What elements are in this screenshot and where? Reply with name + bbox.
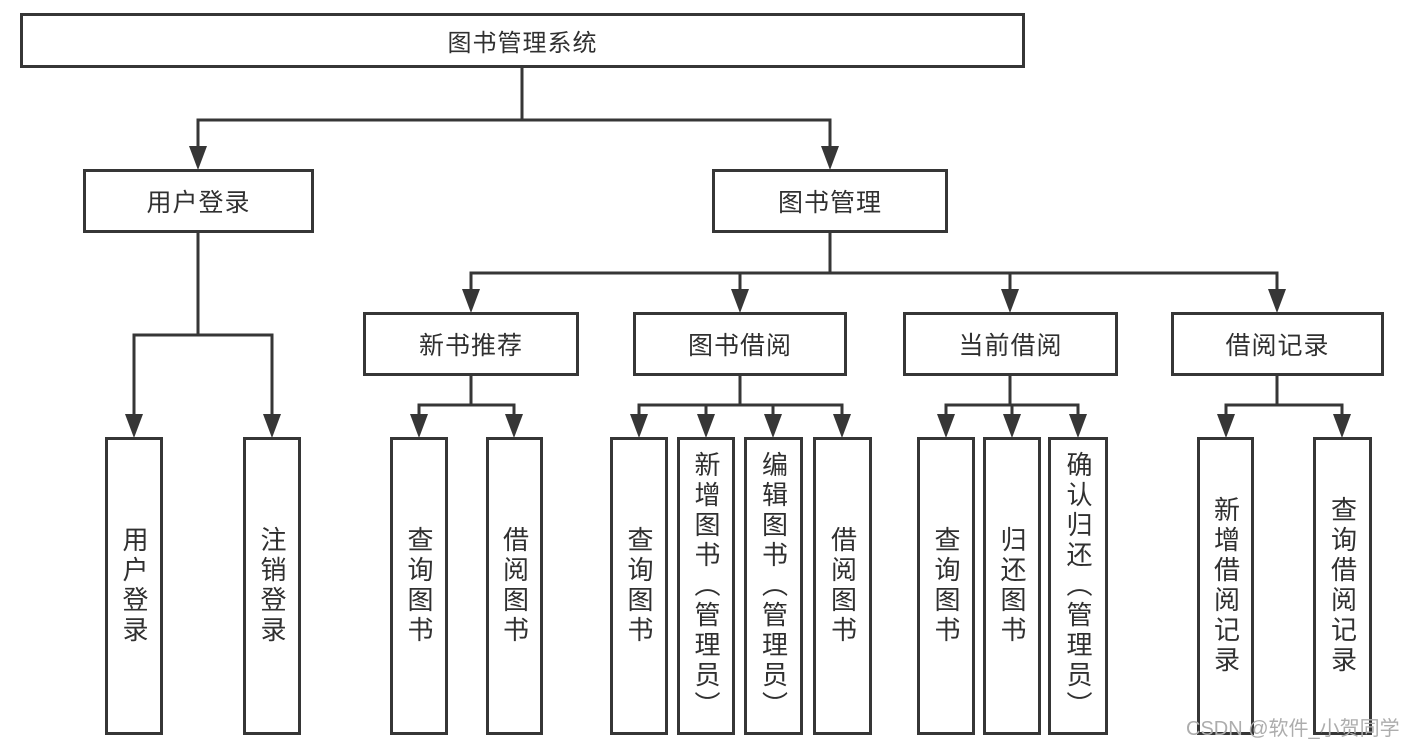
arrowhead xyxy=(833,414,851,438)
node-label: 查询图书 xyxy=(931,526,961,646)
node-label: 借阅记录 xyxy=(1225,332,1330,360)
arrowhead xyxy=(1217,414,1235,438)
edge-borrowing-split xyxy=(637,403,844,420)
arrowhead xyxy=(1268,289,1286,313)
node-label: 新增借阅记录 xyxy=(1210,496,1241,676)
leaf-borrow-books-recommend: 借阅图书 xyxy=(486,437,543,735)
edge-records-split xyxy=(1224,403,1344,420)
arrowhead xyxy=(125,414,143,438)
arrowhead xyxy=(937,414,955,438)
arrowhead xyxy=(697,414,715,438)
arrowhead xyxy=(462,289,480,313)
arrowhead xyxy=(410,414,428,438)
node-label: 编辑图书（管理员） xyxy=(758,451,789,721)
node-label: 当前借阅 xyxy=(958,332,1063,360)
node-book-management: 图书管理 xyxy=(712,169,948,233)
node-new-book-recommendation: 新书推荐 xyxy=(363,312,579,376)
arrowhead xyxy=(630,414,648,438)
leaf-logout-login: 注销登录 xyxy=(243,437,301,735)
node-label: 查询借阅记录 xyxy=(1327,496,1358,676)
edge-bookmgmt-split xyxy=(469,271,1279,293)
arrowhead xyxy=(189,146,207,170)
leaf-add-borrow-record: 新增借阅记录 xyxy=(1197,437,1254,735)
arrowhead xyxy=(821,146,839,170)
leaf-edit-books-admin: 编辑图书（管理员） xyxy=(744,437,803,735)
watermark: CSDN @软件_小贺同学 xyxy=(1186,718,1400,740)
leaf-borrow-books-borrowing: 借阅图书 xyxy=(813,437,872,735)
node-label: 借阅图书 xyxy=(827,526,858,646)
edge-root-split xyxy=(196,118,832,150)
leaf-return-books: 归还图书 xyxy=(983,437,1041,735)
arrowhead xyxy=(1069,414,1087,438)
node-user-login-group: 用户登录 xyxy=(83,169,314,233)
node-label: 新书推荐 xyxy=(418,332,523,360)
node-label: 用户登录 xyxy=(146,189,251,217)
edge-current-split xyxy=(944,403,1080,420)
arrowhead xyxy=(263,414,281,438)
arrowhead xyxy=(505,414,523,438)
arrowhead xyxy=(1001,289,1019,313)
leaf-query-books-current: 查询图书 xyxy=(917,437,975,735)
leaf-confirm-return-admin: 确认归还（管理员） xyxy=(1048,437,1108,735)
node-borrowing-records: 借阅记录 xyxy=(1171,312,1384,376)
node-label: 新增图书（管理员） xyxy=(691,451,721,721)
leaf-query-books-recommend: 查询图书 xyxy=(390,437,448,735)
node-label: 图书管理 xyxy=(777,189,882,217)
edge-recommend-split xyxy=(417,403,516,420)
node-label: 图书借阅 xyxy=(687,332,792,360)
node-book-borrowing: 图书借阅 xyxy=(633,312,847,376)
node-label: 查询图书 xyxy=(624,526,654,646)
arrowhead xyxy=(1003,414,1021,438)
node-current-borrowing: 当前借阅 xyxy=(903,312,1118,376)
edge-userlogin-split xyxy=(132,333,274,418)
arrowhead xyxy=(731,289,749,313)
node-label: 注销登录 xyxy=(257,526,287,646)
leaf-add-books-admin: 新增图书（管理员） xyxy=(677,437,735,735)
leaf-query-books-borrowing: 查询图书 xyxy=(610,437,668,735)
node-label: 确认归还（管理员） xyxy=(1063,451,1093,721)
leaf-query-borrow-record: 查询借阅记录 xyxy=(1313,437,1372,735)
arrowhead xyxy=(764,414,782,438)
node-label: 图书管理系统 xyxy=(447,30,598,57)
arrowhead xyxy=(1333,414,1351,438)
node-label: 查询图书 xyxy=(404,526,434,646)
node-label: 归还图书 xyxy=(997,526,1027,646)
leaf-user-login: 用户登录 xyxy=(105,437,163,735)
node-root: 图书管理系统 xyxy=(20,13,1025,68)
node-label: 用户登录 xyxy=(119,526,149,646)
node-label: 借阅图书 xyxy=(499,526,530,646)
